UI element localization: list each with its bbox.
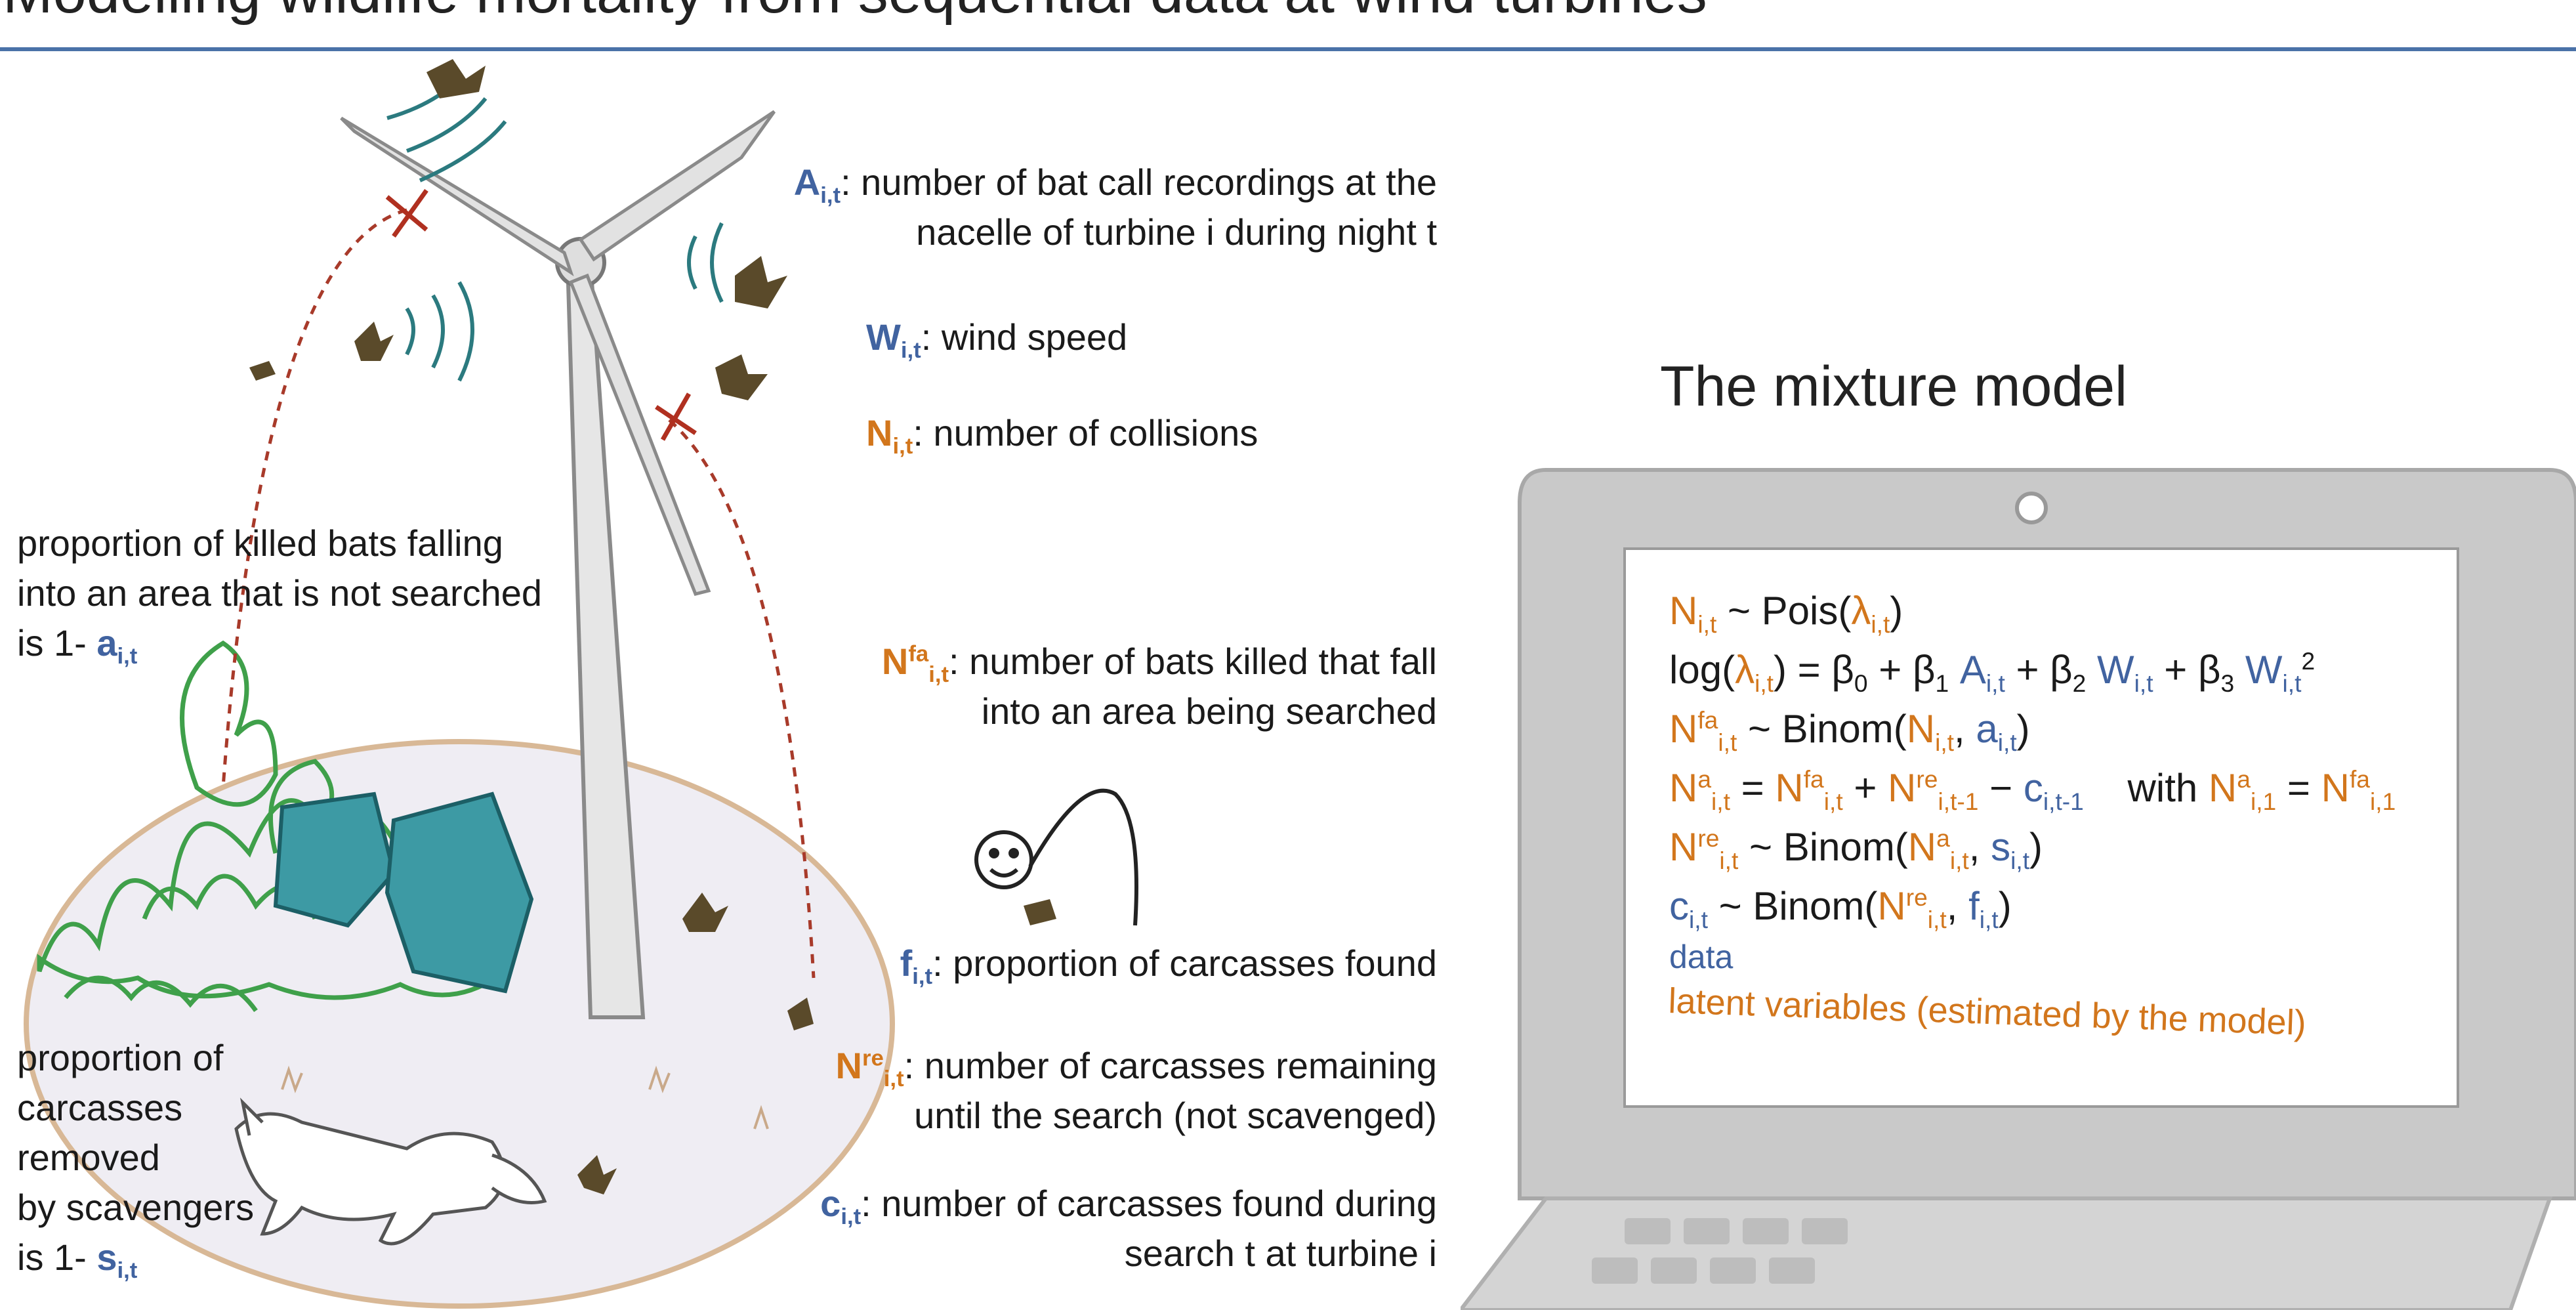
label-f: fi,t: proportion of carcasses found	[900, 942, 1437, 990]
laptop-drawing	[1461, 468, 2576, 1310]
label-c: ci,t: number of carcasses found during s…	[820, 1183, 1437, 1274]
mixture-model-title: The mixture model	[1660, 355, 2128, 418]
legend-data: data	[1669, 939, 1734, 975]
label-A: Ai,t: number of bat call recordings at t…	[793, 161, 1437, 253]
model-equations: Ni,t ~ Pois(λi,t) log(λi,t) = β0 + β1 Ai…	[1668, 581, 2476, 1043]
blade-top	[578, 110, 776, 262]
searcher-figure	[974, 788, 1138, 926]
keyboard-keys	[1592, 1218, 1848, 1284]
wind-turbine-illustration	[24, 59, 1138, 1309]
fall-trajectory-lines	[221, 208, 816, 979]
grass-tufts	[281, 1065, 769, 1130]
equation-5: Nrei,t ~ Binom(Nai,t, si,t)	[1669, 824, 2043, 874]
webcam-icon	[2015, 492, 2048, 524]
equation-2: log(λi,t) = β0 + β1 Ai,t + β2 Wi,t + β3 …	[1669, 647, 2316, 697]
header-rule	[0, 47, 2576, 51]
blade-left	[340, 116, 574, 277]
equation-1: Ni,t ~ Pois(λi,t)	[1669, 589, 1903, 638]
equation-3: Nfai,t ~ Binom(Ni,t, ai,t)	[1669, 706, 2030, 756]
ground-area	[24, 739, 895, 1309]
label-W: Wi,t: wind speed	[866, 316, 1128, 364]
fox-drawing	[234, 1097, 547, 1246]
label-proportion-s: proportion of carcasses removed by scave…	[17, 1037, 255, 1284]
laptop-base	[1461, 1196, 2553, 1310]
label-Nfa: Nfai,t: number of bats killed that fall …	[881, 641, 1437, 732]
blade-bottom	[568, 273, 711, 596]
collision-marks	[385, 188, 697, 441]
cut-off-title: Modelling wildlife mortality from sequen…	[0, 0, 2576, 25]
boulder-left	[273, 792, 396, 928]
equation-4: Nai,t = Nfai,t + Nrei,t-1 − ci,t-1 with …	[1669, 765, 2396, 815]
laptop-screen	[1623, 547, 2459, 1108]
label-N: Ni,t: number of collisions	[866, 412, 1258, 459]
sound-wave-icons	[386, 77, 724, 382]
bat-icons	[249, 59, 1056, 1194]
label-proportion-a: proportion of killed bats falling into a…	[17, 522, 543, 669]
equation-6: ci,t ~ Binom(Nrei,t, fi,t)	[1669, 883, 2012, 933]
label-Nre: Nrei,t: number of carcasses remaining un…	[835, 1045, 1438, 1136]
boulder-right	[384, 792, 534, 994]
